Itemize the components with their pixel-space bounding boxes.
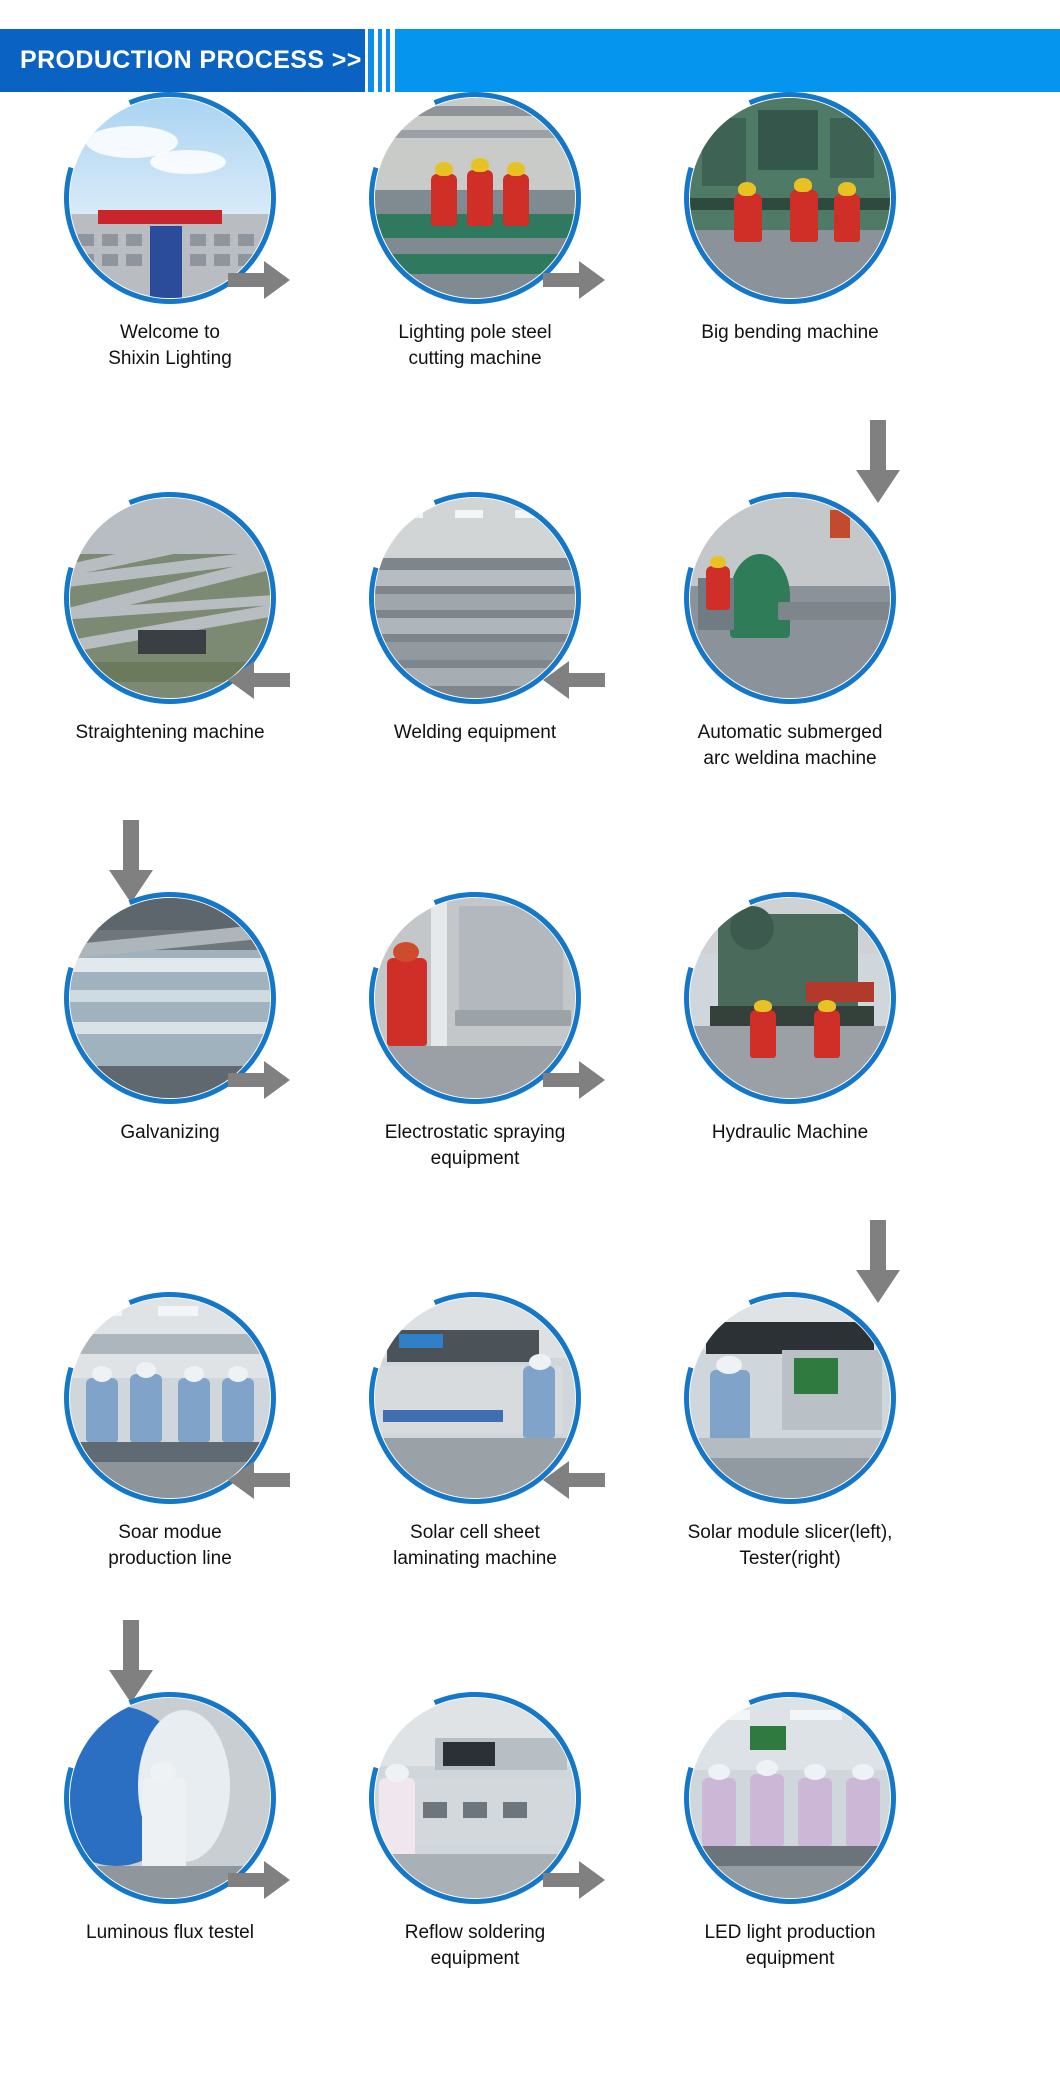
flow-step-welcome[interactable]: Welcome to Shixin Lighting — [20, 54, 320, 372]
electrostatic-spraying-photo — [375, 898, 575, 1098]
step-caption: Reflow soldering equipment — [404, 1922, 546, 1969]
arrow-down-icon — [108, 1620, 154, 1704]
step-caption: Electrostatic spraying equipment — [384, 1122, 566, 1169]
flow-step-luminous-flux-tester[interactable]: Luminous flux testel — [20, 1654, 320, 1946]
photo-frame — [646, 454, 934, 742]
arrow-left-icon — [228, 1460, 290, 1500]
flow-step-galvanizing[interactable]: Galvanizing — [20, 854, 320, 1146]
step-caption: Solar module slicer(left), Tester(right) — [687, 1522, 893, 1569]
banner-stripe-group — [365, 29, 395, 92]
arrow-down-icon — [108, 820, 154, 904]
step-caption: Hydraulic Machine — [711, 1122, 869, 1143]
flow-step-solar-module-production[interactable]: Soar modue production line — [20, 1254, 320, 1572]
solar-module-slicer-tester-photo — [690, 1298, 890, 1498]
big-bending-machine-photo — [690, 98, 890, 298]
flow-row-4: Soar modue production line — [0, 1254, 1060, 1703]
submerged-arc-welding-photo — [690, 498, 890, 698]
step-caption: Solar cell sheet laminating machine — [393, 1522, 557, 1569]
photo-frame — [646, 54, 934, 342]
photo-frame — [646, 1254, 934, 1542]
step-caption: Straightening machine — [75, 722, 265, 743]
step-caption: Welding equipment — [393, 722, 557, 743]
banner-title-block: PRODUCTION PROCESS >> — [0, 29, 365, 92]
arrow-right-icon — [228, 260, 290, 300]
photo-frame — [331, 54, 619, 342]
photo-frame — [26, 1654, 314, 1942]
company-building-photo — [70, 98, 270, 298]
flow-step-hydraulic-machine[interactable]: Hydraulic Machine — [640, 854, 940, 1146]
banner-stripe-2 — [378, 29, 382, 92]
flow-step-solar-cell-laminating[interactable]: Solar cell sheet laminating machine — [325, 1254, 625, 1572]
photo-frame — [646, 854, 934, 1142]
flow-row-2: Straightening machine — [0, 454, 1060, 903]
galvanizing-photo — [70, 898, 270, 1098]
photo-frame — [331, 1654, 619, 1942]
photo-frame — [331, 854, 619, 1142]
banner-stripe-1 — [368, 29, 374, 92]
step-caption: Welcome to Shixin Lighting — [108, 322, 232, 369]
arrow-right-icon — [543, 1860, 605, 1900]
flow-step-welding-equipment[interactable]: Welding equipment — [325, 454, 625, 746]
led-light-production-photo — [690, 1698, 890, 1898]
flow-row-3: Galvanizing — [0, 854, 1060, 1303]
page-title: PRODUCTION PROCESS >> — [20, 46, 362, 74]
arrow-right-icon — [543, 260, 605, 300]
step-caption: Galvanizing — [120, 1122, 220, 1143]
flow-step-straightening[interactable]: Straightening machine — [20, 454, 320, 746]
flow-row-5: Luminous flux testel — [0, 1654, 1060, 2082]
flow-row-1: Welcome to Shixin Lighting — [0, 54, 1060, 503]
reflow-soldering-photo — [375, 1698, 575, 1898]
flow-step-electrostatic-spraying[interactable]: Electrostatic spraying equipment — [325, 854, 625, 1172]
step-caption: Automatic submerged arc weldina machine — [697, 722, 883, 769]
banner-accent-bar — [395, 29, 1060, 92]
step-caption: LED light production equipment — [704, 1922, 876, 1969]
arrow-right-icon — [228, 1860, 290, 1900]
flow-step-reflow-soldering[interactable]: Reflow soldering equipment — [325, 1654, 625, 1972]
photo-frame — [646, 1654, 934, 1942]
banner-stripe-3 — [386, 29, 390, 92]
flow-step-big-bending[interactable]: Big bending machine — [640, 54, 940, 346]
arrow-left-icon — [543, 1460, 605, 1500]
photo-frame — [331, 454, 619, 742]
flow-step-steel-cutting[interactable]: Lighting pole steel cutting machine — [325, 54, 625, 372]
step-caption: Lighting pole steel cutting machine — [398, 322, 552, 369]
step-caption: Luminous flux testel — [86, 1922, 254, 1943]
welding-equipment-photo — [375, 498, 575, 698]
arrow-right-icon — [228, 1060, 290, 1100]
photo-frame — [26, 54, 314, 342]
arrow-down-icon — [855, 1220, 901, 1304]
step-caption: Big bending machine — [701, 322, 879, 343]
production-process-banner: PRODUCTION PROCESS >> — [0, 29, 1060, 92]
arrow-down-icon — [855, 420, 901, 504]
arrow-right-icon — [543, 1060, 605, 1100]
solar-cell-laminating-photo — [375, 1298, 575, 1498]
arrow-left-icon — [228, 660, 290, 700]
flow-step-led-light-production[interactable]: LED light production equipment — [640, 1654, 940, 1972]
hydraulic-machine-photo — [690, 898, 890, 1098]
flow-step-solar-slicer-tester[interactable]: Solar module slicer(left), Tester(right) — [640, 1254, 940, 1572]
luminous-flux-tester-photo — [70, 1698, 270, 1898]
step-caption: Soar modue production line — [108, 1522, 232, 1569]
photo-frame — [26, 854, 314, 1142]
photo-frame — [331, 1254, 619, 1542]
production-flow: Welcome to Shixin Lighting — [0, 54, 1060, 2082]
steel-cutting-machine-photo — [375, 98, 575, 298]
arrow-left-icon — [543, 660, 605, 700]
flow-step-submerged-arc-welding[interactable]: Automatic submerged arc weldina machine — [640, 454, 940, 772]
